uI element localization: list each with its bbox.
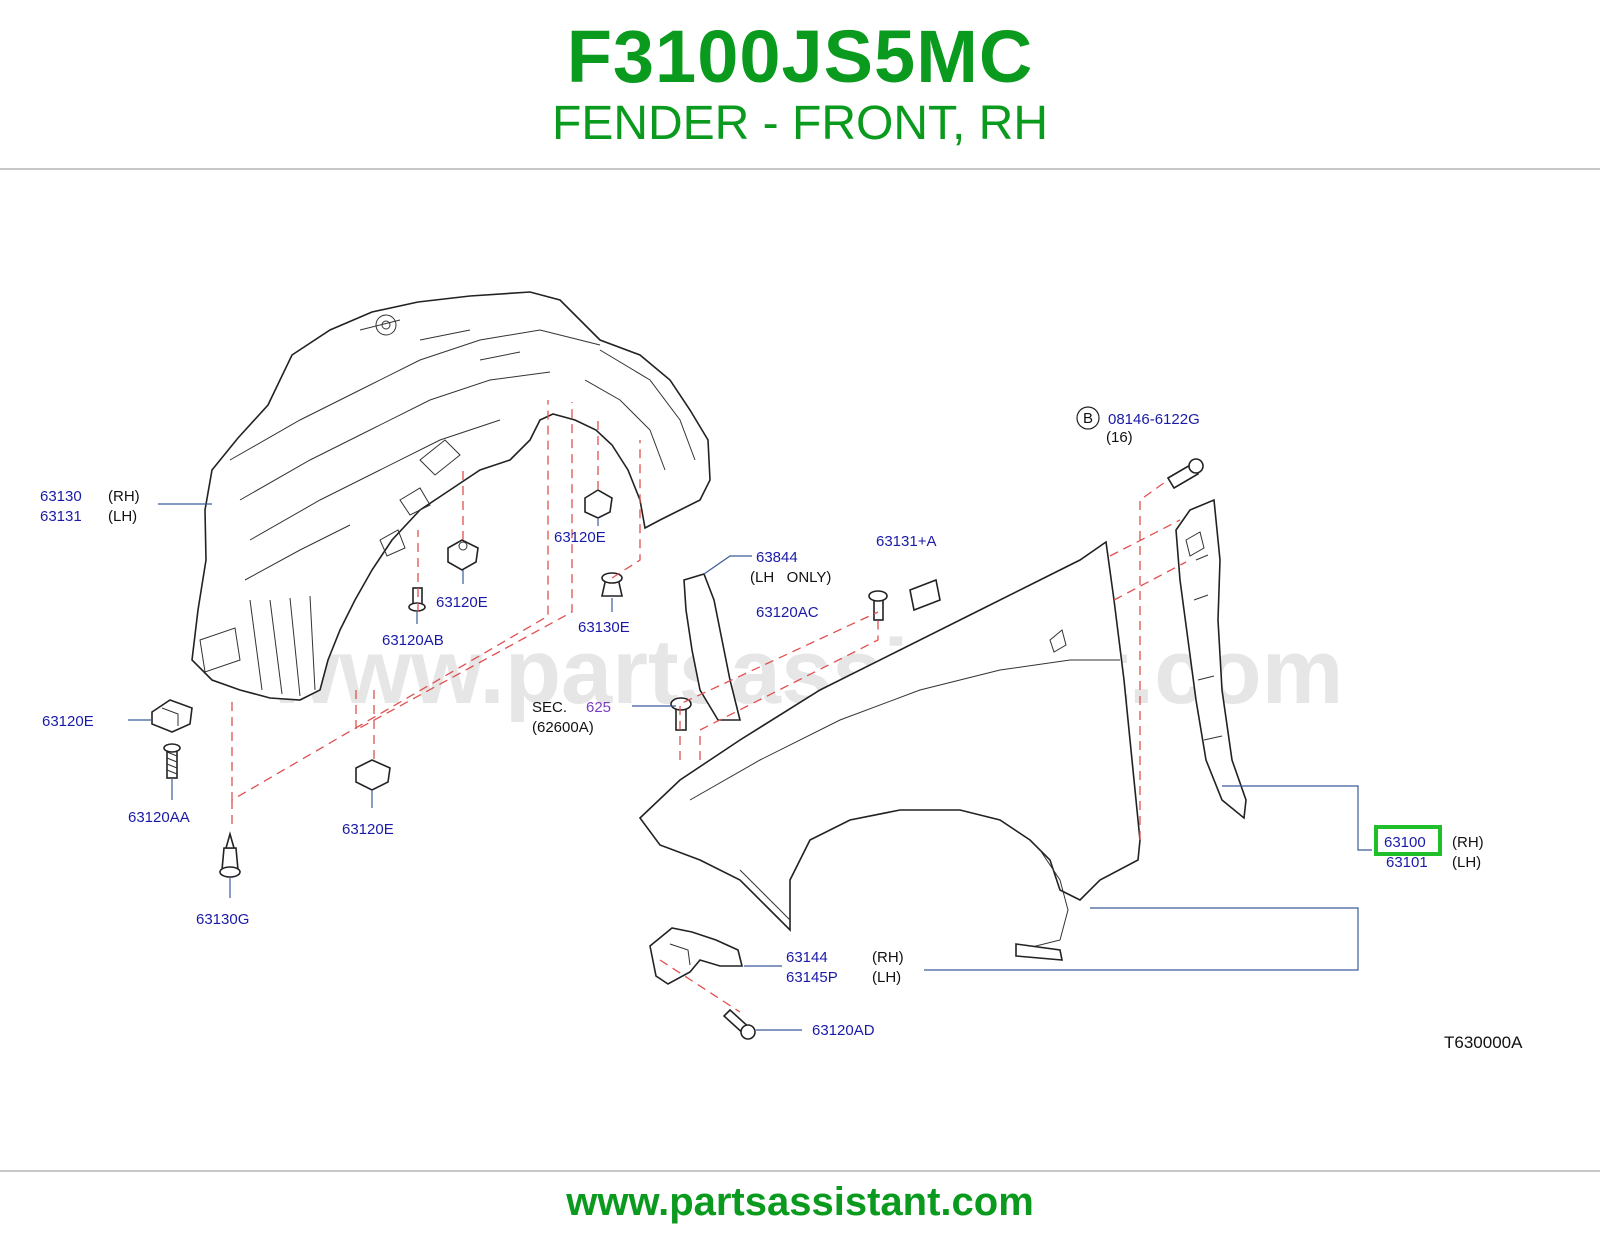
callout-63101[interactable]: 63101 [1386, 854, 1428, 871]
bracket-63144 [649, 927, 744, 985]
selected-part-highlight [1374, 825, 1442, 856]
callout-63100-side: (RH) [1452, 834, 1484, 851]
callout-63130[interactable]: 63130 [40, 488, 82, 505]
bolt-63120AD [722, 1008, 756, 1040]
callout-63130G[interactable]: 63130G [196, 911, 249, 928]
callout-63844-note: (LH ONLY) [750, 569, 831, 586]
callout-63844[interactable]: 63844 [756, 549, 798, 566]
clip-63120E-upper [447, 539, 479, 571]
footer-divider [0, 1170, 1600, 1172]
fender-bracket-illustration [1175, 498, 1247, 820]
label-63131A [909, 578, 941, 612]
callout-63120E-upper[interactable]: 63120E [436, 594, 488, 611]
bolt-badge-letter: B [1083, 410, 1093, 427]
callout-63120AD[interactable]: 63120AD [812, 1022, 875, 1039]
seal-63844 [683, 573, 742, 721]
screw-63120AB [408, 587, 426, 612]
callout-63130E[interactable]: 63130E [578, 619, 630, 636]
page-title: FENDER - FRONT, RH [552, 97, 1048, 150]
footer-site-link[interactable]: www.partsassistant.com [566, 1180, 1034, 1224]
callout-bolt-qty: (16) [1106, 429, 1133, 446]
screw-63120AA [163, 743, 181, 779]
clip-63120E-right [584, 489, 613, 519]
callout-63144[interactable]: 63144 [786, 949, 828, 966]
bolt-badge-circle [1076, 406, 1100, 430]
callout-63120AB[interactable]: 63120AB [382, 632, 444, 649]
clip-63120E-mid [355, 759, 391, 791]
fender-liner-illustration [191, 291, 711, 701]
header-divider [0, 168, 1600, 170]
callout-63131A[interactable]: 63131+A [876, 533, 936, 550]
bolt-08146-6122G [1166, 458, 1204, 490]
callout-63131-side: (LH) [108, 508, 137, 525]
callout-63120E-left[interactable]: 63120E [42, 713, 94, 730]
page-header: F3100JS5MC FENDER - FRONT, RH [0, 0, 1600, 168]
callout-63144-side: (RH) [872, 949, 904, 966]
sec-ref: (62600A) [532, 719, 594, 736]
callout-63100[interactable]: 63100 [1384, 834, 1426, 851]
fender-panel-illustration [638, 540, 1141, 961]
diagram-code: T630000A [1444, 1033, 1523, 1052]
page-part-number: F3100JS5MC [566, 15, 1034, 98]
clip-63130E [601, 572, 623, 597]
assembly-dashed-lines [231, 400, 1187, 1013]
callout-08146-6122G[interactable]: 08146-6122G [1108, 411, 1200, 428]
callout-63145P[interactable]: 63145P [786, 969, 838, 986]
callout-63120AA[interactable]: 63120AA [128, 809, 190, 826]
callout-63120E-mid[interactable]: 63120E [342, 821, 394, 838]
callout-leader-lines [128, 503, 1372, 1031]
sec-prefix: SEC. [532, 699, 567, 716]
callout-63131[interactable]: 63131 [40, 508, 82, 525]
callout-63120AC[interactable]: 63120AC [756, 604, 819, 621]
callout-63120E-right[interactable]: 63120E [554, 529, 606, 546]
pin-63130G [219, 831, 241, 878]
callout-63145P-side: (LH) [872, 969, 901, 986]
bolt-63120AC [868, 590, 888, 621]
callout-63101-side: (LH) [1452, 854, 1481, 871]
sec-link-625[interactable]: 625 [586, 699, 611, 716]
callout-63130-side: (RH) [108, 488, 140, 505]
clip-63120E-left [151, 699, 193, 733]
